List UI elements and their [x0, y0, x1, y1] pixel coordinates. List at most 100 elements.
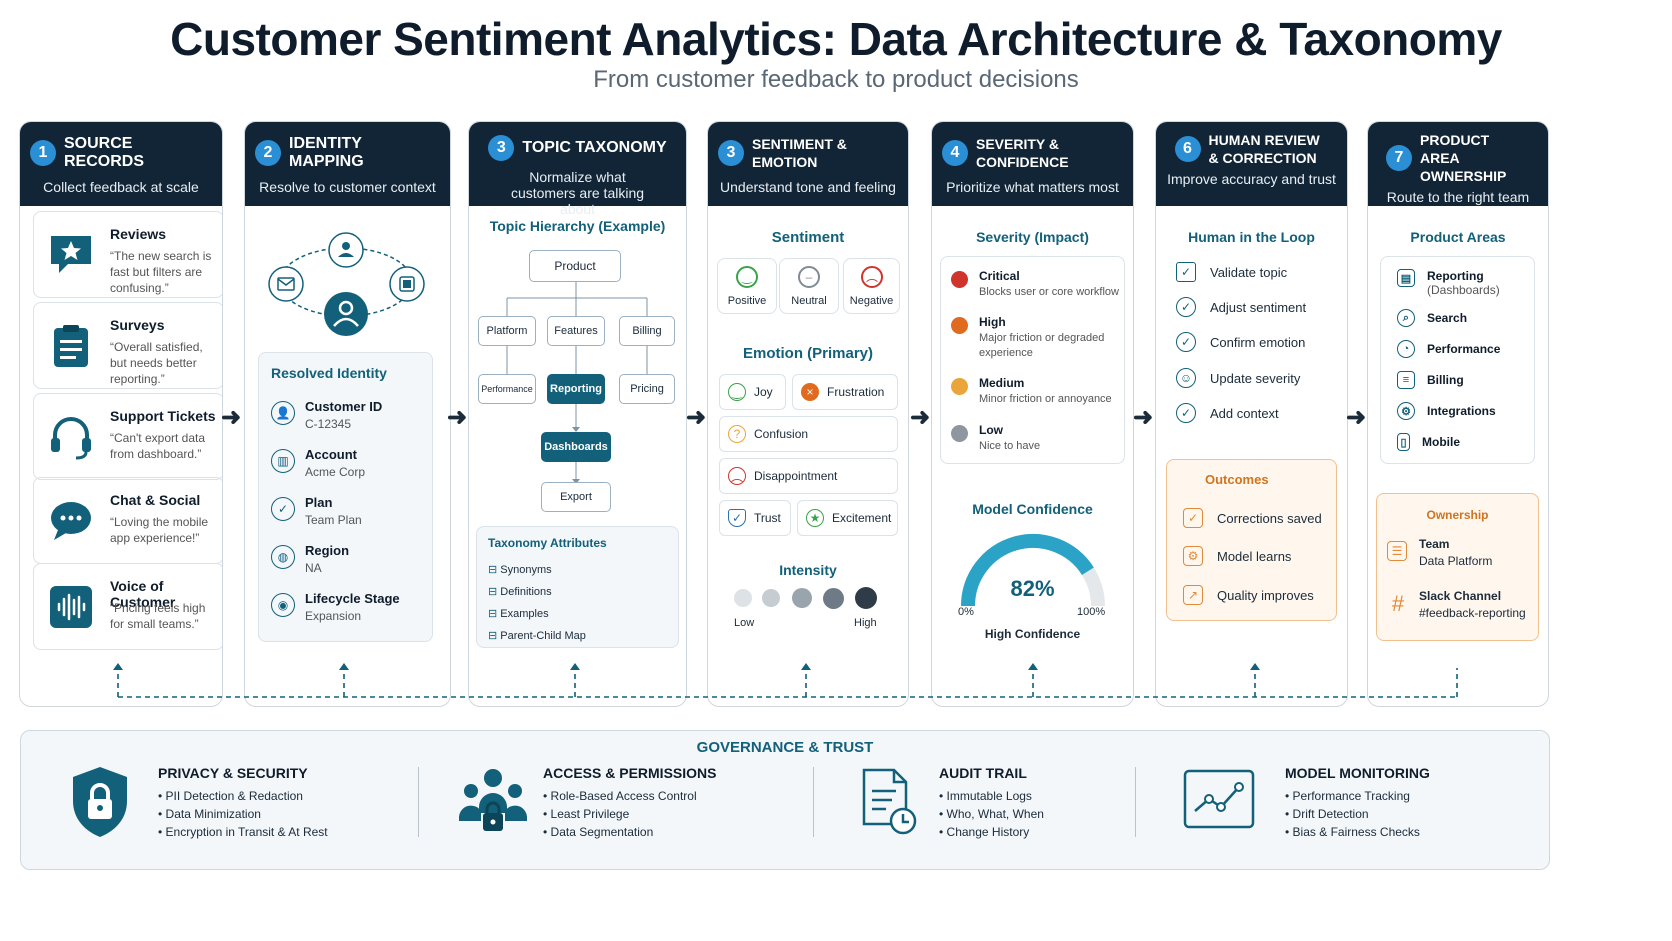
intensity-dot [762, 589, 780, 607]
source-item-chat-social[interactable]: Chat & Social “Loving the mobile app exp… [33, 477, 222, 564]
review-action-add-context[interactable]: ✓Add context [1176, 403, 1279, 423]
sentiment-positive[interactable]: ‿Positive [717, 258, 777, 314]
disappointment-icon: ︵ [728, 467, 746, 485]
emotion-frustration[interactable]: ×Frustration [792, 374, 898, 410]
step-badge: 3 [718, 140, 744, 166]
globe-icon: ◍ [271, 545, 295, 569]
outcome-corrections-saved: ✓Corrections saved [1183, 508, 1322, 528]
document-icon: ⊟ [488, 608, 501, 620]
intensity-dot [855, 587, 877, 609]
emotion-excitement[interactable]: ★Excitement [797, 500, 898, 536]
face-icon: ☺ [1176, 368, 1196, 388]
source-item-surveys[interactable]: Surveys “Overall satisfied, but needs be… [33, 302, 222, 389]
taxonomy-node-product[interactable]: Product [529, 250, 621, 282]
column-subtitle: Prioritize what matters most [946, 179, 1119, 195]
column-title: TOPIC TAXONOMY [522, 139, 667, 156]
receipt-icon: ≡ [1397, 371, 1415, 389]
taxonomy-attribute: ⊟ Synonyms [488, 564, 552, 576]
step-badge: 2 [255, 140, 281, 166]
product-area-integrations[interactable]: ⚙Integrations [1397, 402, 1496, 420]
taxonomy-node-pricing[interactable]: Pricing [619, 374, 675, 404]
emotion-confusion[interactable]: ?Confusion [719, 416, 898, 452]
column-title: HUMAN REVIEW & CORRECTION [1208, 132, 1320, 166]
location-pin-icon: ◉ [271, 593, 295, 617]
column-subtitle: Resolve to customer context [259, 179, 436, 195]
source-quote: “The new search is fast but filters are … [110, 249, 212, 295]
source-title: Surveys [110, 317, 165, 333]
review-action-validate-topic[interactable]: ✓Validate topic [1176, 262, 1287, 282]
flow-arrow-icon: ➜ [447, 404, 468, 431]
governance-access: ACCESS & PERMISSIONS • Role-Based Access… [543, 765, 717, 839]
tag-icon: ⊟ [488, 564, 501, 576]
identity-label: Customer ID [305, 399, 383, 414]
speedometer-icon: ◔ [1397, 340, 1415, 358]
team-card-icon: ☰ [1387, 541, 1407, 561]
column-subtitle: Collect feedback at scale [43, 179, 199, 195]
slack-value: #feedback-reporting [1419, 606, 1526, 620]
column-title: PRODUCT AREA OWNERSHIP [1420, 132, 1507, 184]
taxonomy-node-export[interactable]: Export [541, 482, 611, 512]
taxonomy-node-billing[interactable]: Billing [619, 316, 675, 346]
taxonomy-node-platform[interactable]: Platform [478, 316, 536, 346]
team-value: Data Platform [1419, 554, 1493, 568]
product-area-billing[interactable]: ≡Billing [1397, 371, 1464, 389]
flow-arrow-icon: ➜ [910, 404, 931, 431]
confidence-label: High Confidence [984, 627, 1081, 641]
book-icon: ⊟ [488, 586, 501, 598]
frustration-icon: × [801, 383, 819, 401]
frown-icon: ︵ [861, 266, 883, 288]
brain-gear-icon: ⚙ [1183, 546, 1203, 566]
link-icon: ⊟ [488, 630, 501, 642]
source-quote: “Overall satisfied, but needs better rep… [110, 340, 203, 386]
severity-dot [951, 271, 968, 288]
source-item-support-tickets[interactable]: Support Tickets “Can't export data from … [33, 393, 222, 480]
source-quote: “Pricing feels high for small teams.” [110, 601, 206, 631]
chat-bubble-icon [51, 502, 91, 540]
sentiment-neutral[interactable]: –Neutral [779, 258, 839, 314]
review-action-confirm-emotion[interactable]: ✓Confirm emotion [1176, 332, 1305, 352]
hierarchy-connectors [506, 282, 648, 484]
review-action-update-severity[interactable]: ☺Update severity [1176, 368, 1300, 388]
taxonomy-attribute: ⊟ Examples [488, 608, 549, 620]
taxonomy-node-reporting[interactable]: Reporting [547, 374, 605, 404]
taxonomy-node-features[interactable]: Features [547, 316, 605, 346]
product-area-mobile[interactable]: ▯Mobile [1397, 433, 1460, 451]
emotion-disappointment[interactable]: ︵Disappointment [719, 458, 898, 494]
emotion-trust[interactable]: ✓Trust [719, 500, 791, 536]
sentiment-negative[interactable]: ︵Negative [843, 258, 900, 314]
source-item-reviews[interactable]: Reviews “The new search is fast but filt… [33, 211, 222, 298]
product-area-search[interactable]: ⌕Search [1397, 309, 1467, 327]
column-title: SEVERITY & CONFIDENCE [976, 136, 1069, 170]
governance-feedback-lines [113, 663, 1458, 698]
source-quote: “Can't export data from dashboard.” [110, 431, 206, 461]
slack-label: Slack Channel [1419, 589, 1502, 603]
review-action-adjust-sentiment[interactable]: ✓Adjust sentiment [1176, 297, 1306, 317]
governance-title: GOVERNANCE & TRUST [696, 739, 874, 756]
step-badge: 4 [942, 140, 968, 166]
identity-value: Expansion [305, 609, 362, 623]
column-title: SENTIMENT & EMOTION [752, 136, 847, 170]
source-item-voice-of-customer[interactable]: Voice of Customer “Pricing feels high fo… [33, 563, 222, 650]
question-icon: ? [728, 425, 746, 443]
column-severity-confidence: 4 SEVERITY & CONFIDENCE Prioritize what m… [931, 121, 1134, 707]
review-star-icon [51, 236, 91, 273]
neutral-face-icon: – [798, 266, 820, 288]
product-area-reporting[interactable]: ▤Reporting(Dashboards) [1397, 269, 1500, 297]
source-quote: “Loving the mobile app experience!” [110, 515, 209, 545]
ownership-box: Ownership ☰ Team Data Platform # Slack C… [1376, 493, 1539, 641]
product-areas-heading: Product Areas [1410, 229, 1506, 245]
taxonomy-node-performance[interactable]: Performance [478, 374, 536, 404]
product-area-performance[interactable]: ◔Performance [1397, 340, 1500, 358]
emotion-joy[interactable]: ‿Joy [719, 374, 786, 410]
taxonomy-node-dashboards[interactable]: Dashboards [541, 432, 611, 462]
page-title: Customer Sentiment Analytics: Data Archi… [170, 13, 1502, 65]
flow-arrow-icon: ➜ [1346, 404, 1367, 431]
